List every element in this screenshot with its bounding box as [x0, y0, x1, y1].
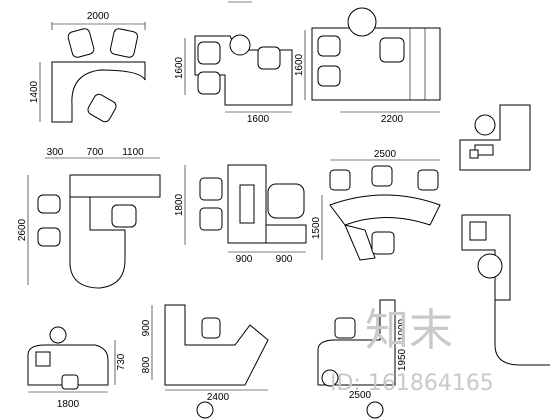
desk-top [69, 174, 161, 198]
chair [199, 207, 223, 231]
desk [317, 299, 396, 386]
chair [317, 65, 341, 87]
dim-e-depth: 1800 [174, 193, 185, 216]
layout-e-executive-desk: 1800 900 900 [174, 164, 307, 265]
executive-chair [267, 183, 305, 219]
chair [49, 326, 67, 344]
workstation-frame [311, 27, 441, 101]
cpu-icon [469, 149, 479, 159]
chair [197, 71, 221, 95]
layout-corner-desk-2 [461, 214, 511, 301]
chair [201, 317, 221, 339]
corner-desk [459, 104, 531, 171]
chair [317, 35, 341, 57]
watermark-brand: 知末 [365, 305, 453, 356]
dim-h-width: 2400 [207, 392, 230, 403]
desk-edge [494, 300, 550, 366]
chair [371, 165, 393, 187]
chair [37, 194, 61, 214]
desk [27, 344, 109, 386]
layout-right-bottom-partial [494, 300, 550, 366]
chair [366, 401, 384, 419]
chair [477, 253, 503, 279]
layout-c-workstation: 1600 2200 [294, 7, 441, 125]
round-table [347, 7, 377, 37]
dim-h-d2: 800 [141, 356, 152, 373]
dim-g-depth: 730 [116, 353, 127, 370]
dim-c-width: 2200 [381, 114, 404, 125]
layout-a-curved-desk: 2000 1400 [29, 11, 146, 123]
layout-corner-computer-desk [459, 104, 531, 171]
dim-d-w1: 300 [47, 147, 64, 158]
layout-g-reception-desk: 730 1800 [27, 326, 127, 410]
chair [37, 227, 61, 247]
curved-conference-table [329, 194, 441, 226]
chair [109, 28, 139, 58]
chair [199, 177, 223, 201]
dim-a-depth: 1400 [29, 80, 40, 103]
computer [469, 221, 487, 241]
dim-d-w2: 700 [87, 147, 104, 158]
cpu-icon [35, 351, 51, 367]
desk-return [69, 175, 126, 289]
dim-b-depth: 1600 [174, 56, 185, 79]
chair [334, 317, 356, 339]
chair [329, 169, 351, 191]
chair [67, 28, 95, 58]
angled-desk [164, 304, 269, 386]
side-cabinet [265, 224, 307, 244]
layout-d-long-desk: 300 700 1100 2600 [17, 147, 161, 289]
desk-inner [239, 184, 255, 224]
chair [61, 374, 79, 390]
layout-b-pair-desks: 1600 1600 [174, 34, 293, 125]
round-table [229, 34, 251, 56]
chair [474, 114, 496, 136]
dim-g-width: 1800 [57, 399, 80, 410]
dim-d-depth: 2600 [17, 218, 28, 241]
chair [197, 41, 221, 65]
chair [321, 369, 339, 387]
chair [257, 46, 281, 70]
dim-f-depth: 1500 [311, 216, 322, 239]
chair [379, 37, 405, 63]
curved-desk [51, 61, 146, 123]
chair [111, 204, 137, 228]
layout-i-desk: 1000 1950 2500 [317, 299, 408, 419]
dim-i-width: 2500 [349, 390, 372, 401]
dim-b-width: 1600 [247, 114, 270, 125]
layout-h-angled-desk: 900 800 2400 [141, 304, 269, 419]
dim-e-w2: 900 [276, 254, 293, 265]
dim-h-d1: 900 [141, 319, 152, 336]
table-return [344, 224, 376, 261]
dim-f-width: 2500 [374, 149, 397, 160]
dim-e-w1: 900 [236, 254, 253, 265]
dim-c-depth: 1600 [294, 53, 305, 76]
chair [87, 93, 117, 123]
watermark-id: ID: 161864165 [330, 371, 494, 396]
desk [227, 164, 267, 244]
chair [196, 401, 214, 419]
dim-i-d1: 1000 [397, 318, 408, 341]
dim-d-w3: 1100 [122, 147, 144, 158]
chair [417, 169, 439, 191]
layout-f-conference-table: 2500 1500 [311, 149, 441, 261]
dim-a-width: 2000 [87, 11, 110, 22]
chair [371, 231, 395, 255]
dim-i-d2: 1950 [397, 348, 408, 371]
